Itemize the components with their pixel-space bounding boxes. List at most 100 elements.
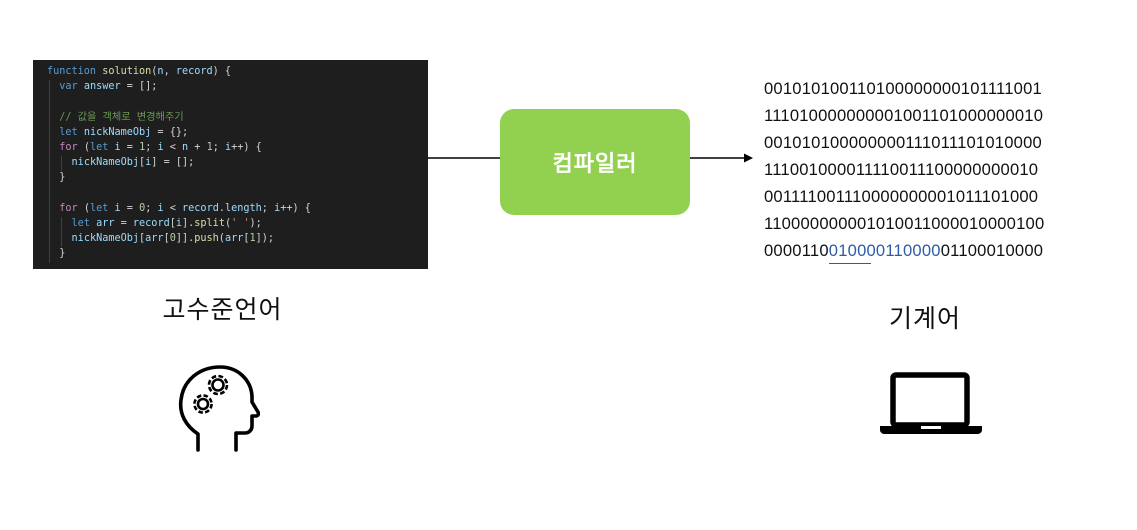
code-token: +	[188, 141, 207, 153]
code-token	[47, 81, 59, 92]
code-line	[47, 94, 311, 109]
code-token: ' '	[231, 217, 250, 229]
code-token: i	[145, 157, 152, 169]
code-token: ] = [];	[151, 157, 195, 169]
code-token: 1	[249, 233, 256, 245]
code-token: ++) {	[231, 141, 262, 153]
code-token: length	[224, 202, 262, 214]
code-token: i	[114, 202, 121, 214]
code-line: for (let i = 1; i < n + 1; i++) {	[47, 140, 311, 155]
code-line: }	[47, 170, 311, 185]
code-token: <	[163, 141, 183, 153]
code-token: ;	[145, 202, 158, 214]
code-token: i	[175, 217, 182, 229]
code-token: 0	[169, 233, 176, 245]
code-token: for	[59, 202, 84, 214]
code-token: ,	[163, 66, 176, 77]
code-token: i	[225, 141, 232, 153]
code-line: var answer = [];	[47, 79, 311, 94]
code-token: // 값을 객체로 변경해주기	[59, 111, 184, 123]
code-token: (	[151, 66, 158, 77]
code-token: ].	[182, 217, 195, 229]
code-token: arr	[145, 233, 164, 245]
source-code-panel: function solution(n, record) { var answe…	[33, 60, 428, 269]
code-line: function solution(n, record) {	[47, 64, 311, 79]
code-token: nickNameObj	[71, 233, 140, 245]
connector-line	[428, 157, 502, 159]
code-token: 1	[139, 141, 146, 153]
code-token: let	[89, 141, 115, 153]
binary-line: 001010100000000111011101010000	[764, 133, 1042, 152]
code-token	[47, 233, 72, 244]
code-token: }	[47, 172, 66, 184]
code-token: .	[218, 202, 225, 214]
code-token: 1	[206, 141, 213, 153]
binary-line: 000011001000011000001100010000	[764, 241, 1044, 260]
code-token: nickNameObj	[83, 126, 152, 138]
code-token	[47, 157, 72, 168]
code-token: let	[89, 202, 115, 214]
code-token: i	[157, 141, 164, 153]
code-token: [	[169, 217, 176, 229]
code-token: record	[182, 202, 219, 214]
code-token: solution	[102, 66, 152, 77]
code-token: (	[83, 141, 90, 153]
code-token: i	[157, 202, 164, 214]
code-lines: function solution(n, record) { var answe…	[47, 64, 311, 261]
high-level-language-label: 고수준언어	[162, 295, 283, 324]
highlight-underline	[829, 263, 871, 264]
code-token: ++) {	[280, 202, 311, 214]
code-token: n	[157, 66, 164, 77]
code-line: }	[47, 246, 311, 261]
code-token: }	[47, 248, 66, 260]
head-gears-icon	[178, 365, 260, 452]
binary-line: 111001000011110011100000000010	[764, 160, 1039, 179]
code-token: record	[175, 66, 213, 77]
code-token: =	[120, 141, 140, 153]
code-line	[47, 186, 311, 201]
code-token: = [];	[120, 81, 158, 93]
code-token: (	[218, 233, 225, 245]
code-token: =	[114, 217, 133, 229]
code-token: ) {	[212, 66, 232, 77]
code-token: arr	[96, 217, 115, 229]
code-token: record	[132, 217, 170, 229]
code-token: var	[59, 81, 84, 93]
code-token: [	[139, 157, 146, 169]
code-line: nickNameObj[i] = [];	[47, 155, 311, 170]
code-token: let	[59, 126, 84, 138]
code-token	[47, 112, 59, 123]
code-token: answer	[83, 81, 121, 93]
code-token	[47, 142, 59, 153]
binary-line: 001010100110100000000101111001	[764, 79, 1042, 98]
laptop-icon	[880, 372, 982, 434]
code-token: ;	[145, 141, 158, 153]
compiler-box: 컴파일러	[500, 109, 690, 215]
code-token: (	[83, 202, 90, 214]
code-token	[47, 127, 59, 138]
code-token	[47, 203, 59, 214]
code-token: function	[47, 66, 103, 77]
code-token: let	[71, 217, 97, 229]
code-line: // 값을 객체로 변경해주기	[47, 110, 311, 125]
code-token: push	[194, 233, 219, 245]
arrow-right-icon	[690, 153, 753, 163]
code-token: (	[224, 217, 232, 229]
code-token: ;	[261, 202, 275, 214]
code-token: [	[243, 233, 250, 245]
binary-line: 001111001110000000001011101000	[764, 187, 1039, 206]
code-line: let arr = record[i].split(' ');	[47, 216, 311, 231]
code-token: [	[163, 233, 170, 245]
code-token: ]);	[255, 233, 275, 245]
code-token: arr	[224, 233, 244, 245]
code-token: for	[59, 141, 84, 153]
code-line: let nickNameObj = {};	[47, 125, 311, 140]
code-token: i	[114, 141, 121, 153]
code-token: ;	[212, 141, 225, 153]
code-line: for (let i = 0; i < record.length; i++) …	[47, 201, 311, 216]
code-token: nickNameObj	[71, 157, 140, 169]
machine-language-label: 기계어	[888, 304, 961, 333]
indent-guide	[61, 156, 62, 171]
binary-line: 110000000001010011000010000100	[764, 214, 1045, 233]
